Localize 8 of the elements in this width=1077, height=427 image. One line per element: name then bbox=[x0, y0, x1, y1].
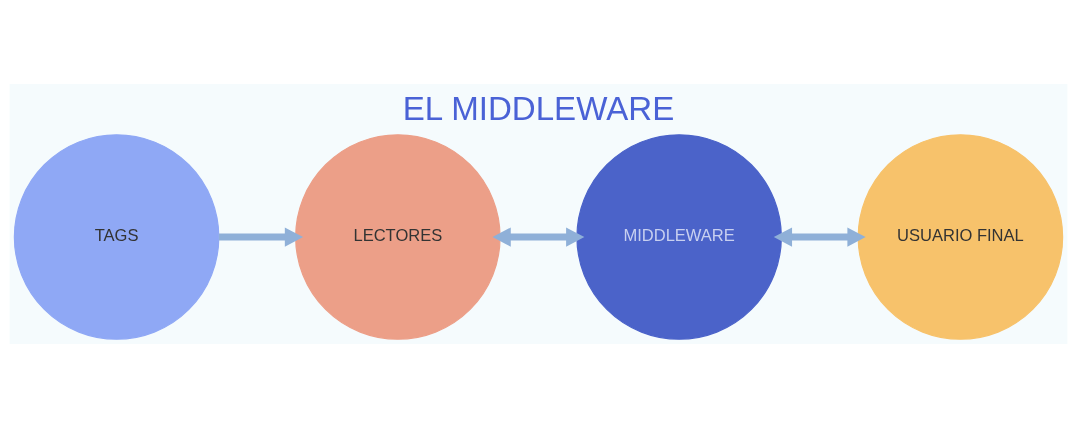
arrow bbox=[218, 226, 304, 247]
diagram-title: EL MIDDLEWARE bbox=[402, 89, 675, 127]
arrow bbox=[492, 226, 585, 247]
arrow bbox=[773, 226, 866, 247]
node-circle: TAGS bbox=[13, 133, 220, 340]
node-circle: MIDDLEWARE bbox=[576, 133, 782, 340]
node-circle: USUARIO FINAL bbox=[857, 133, 1064, 340]
node-circle: LECTORES bbox=[295, 133, 501, 340]
